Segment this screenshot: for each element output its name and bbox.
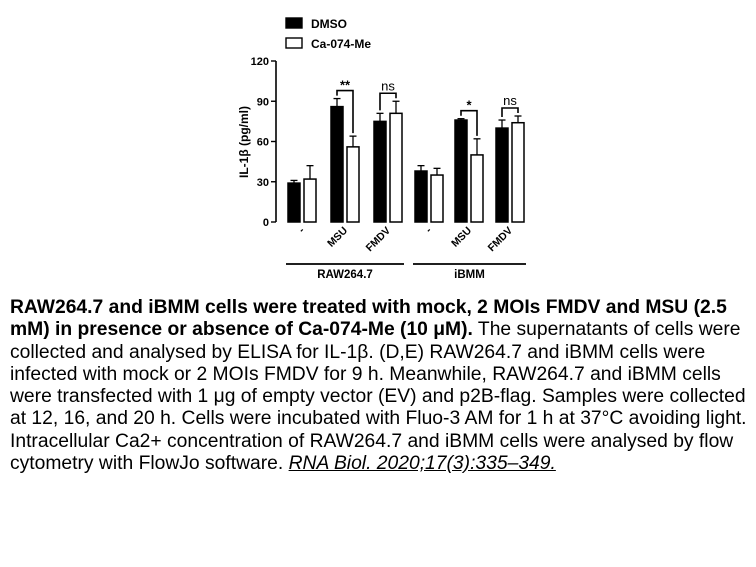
- y-axis-title: IL-1β (pg/ml): [237, 106, 251, 178]
- bar-ca074me: [430, 174, 444, 223]
- significance-bracket: [336, 89, 354, 134]
- significance-bracket: [460, 109, 478, 136]
- figure-caption: RAW264.7 and iBMM cells were treated wit…: [10, 297, 750, 475]
- bar-ca074me: [303, 178, 317, 223]
- y-tick-label: 90: [257, 96, 269, 108]
- legend-label: DMSO: [311, 17, 347, 31]
- bar-dmso: [287, 182, 301, 223]
- group-labels: RAW264.7 iBMM: [286, 263, 526, 281]
- bar-dmso: [330, 105, 344, 223]
- significance-bracket: [501, 107, 519, 118]
- bar-dmso: [414, 170, 428, 223]
- y-tick-label: 30: [257, 177, 269, 189]
- significance-label: **: [340, 78, 351, 93]
- x-category-label: FMDV: [364, 225, 394, 255]
- bars-layer: [287, 97, 525, 223]
- y-tick-label: 120: [251, 56, 269, 68]
- bar-dmso: [495, 127, 509, 223]
- significance-layer: ** ns * ns: [336, 78, 519, 136]
- x-category-label: -: [423, 224, 434, 235]
- significance-label: ns: [381, 78, 395, 93]
- x-category-label: FMDV: [486, 225, 516, 255]
- significance-bracket: [379, 92, 397, 111]
- bar-dmso: [373, 120, 387, 223]
- caption-body: The supernatants of cells were collected…: [10, 319, 747, 475]
- x-category-label: -: [296, 224, 307, 235]
- legend-swatch-ca074me: [285, 37, 303, 49]
- group-label: RAW264.7: [317, 269, 373, 281]
- legend-swatch-dmso: [285, 17, 303, 29]
- significance-label: ns: [503, 93, 517, 108]
- bar-dmso: [454, 119, 468, 223]
- legend-label: Ca-074-Me: [311, 37, 371, 51]
- y-tick-label: 60: [257, 137, 269, 149]
- y-tick-label: 0: [263, 217, 269, 229]
- caption-bold: RAW264.7 and iBMM cells were treated wit…: [10, 297, 727, 341]
- group-label: iBMM: [454, 269, 485, 281]
- significance-label: *: [466, 98, 472, 113]
- x-category-label: MSU: [325, 225, 350, 250]
- chart-legend: DMSO Ca-074-Me: [285, 17, 371, 51]
- x-axis-labels: - MSU FMDV - MSU FMDV: [296, 224, 515, 254]
- bar-ca074me: [346, 146, 360, 223]
- x-category-label: MSU: [449, 225, 474, 250]
- caption-citation[interactable]: RNA Biol. 2020;17(3):335–349.: [288, 453, 556, 475]
- bar-ca074me: [511, 121, 525, 223]
- bar-ca074me: [389, 112, 403, 223]
- bar-ca074me: [470, 154, 484, 223]
